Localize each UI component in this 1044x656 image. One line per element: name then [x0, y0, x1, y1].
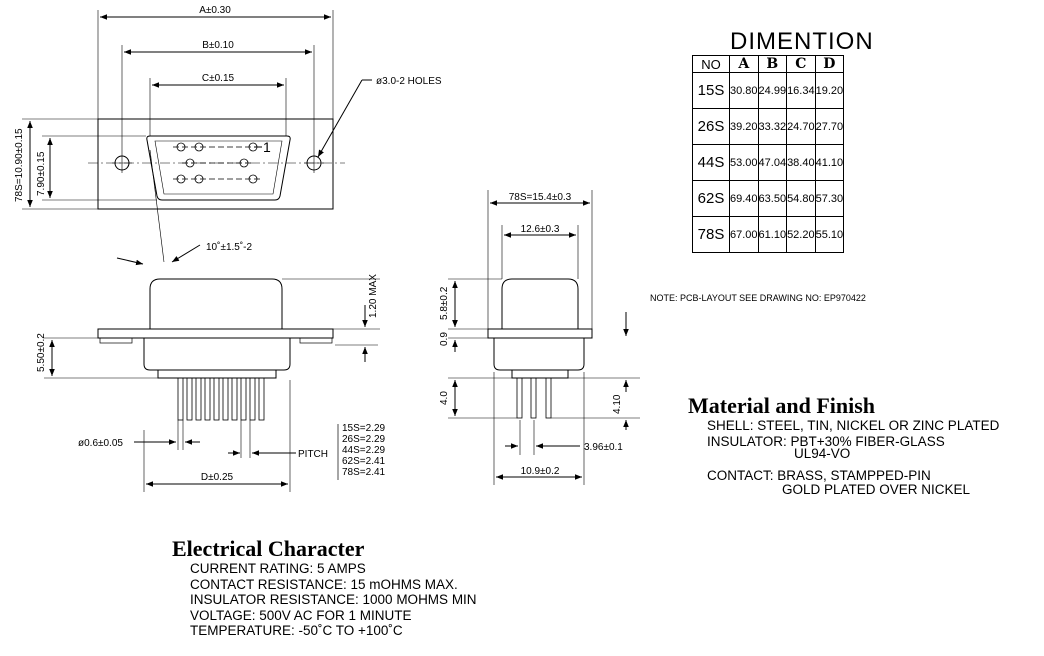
side-view-right: [448, 190, 640, 485]
pitch-78s: 78S=2.41: [342, 467, 386, 478]
dim-angle: 10˚±1.5˚-2: [206, 241, 253, 253]
cell-c: 54.80: [786, 180, 816, 217]
cell-d: 57.30: [814, 180, 845, 217]
electrical-lines: CURRENT RATING: 5 AMPS CONTACT RESISTANC…: [190, 561, 477, 639]
dim-a: A±0.30: [199, 5, 231, 16]
dim-side-0-9: 0.9: [439, 332, 450, 346]
pitch-62s: 62S=2.41: [342, 456, 386, 467]
pitch-15s: 15S=2.29: [342, 423, 386, 434]
table-header-row: NO A B C D: [692, 55, 845, 73]
cell-b: 47.04: [757, 144, 788, 181]
row-label: 15S: [692, 72, 730, 109]
table-row: 26S 39.20 33.32 24.70 27.70: [692, 108, 845, 145]
header-c: C: [786, 55, 816, 73]
cell-a: 30.80: [729, 72, 759, 109]
row-label: 26S: [692, 108, 730, 145]
dim-d: D±0.25: [201, 472, 234, 483]
table-row: 78S 67.00 61.10 52.20 55.10: [692, 216, 845, 253]
material-shell: SHELL: STEEL, TIN, NICKEL OR ZINC PLATED: [707, 418, 1000, 433]
cell-b: 61.10: [757, 216, 788, 253]
electrical-current: CURRENT RATING: 5 AMPS: [190, 561, 366, 576]
table-row: 44S 53.00 47.04 38.40 41.10: [692, 144, 845, 181]
header-b: B: [757, 55, 788, 73]
dimension-table: NO A B C D 15S 30.80 24.99 16.34 19.20 2…: [692, 55, 845, 253]
cell-c: 52.20: [786, 216, 816, 253]
cell-d: 55.10: [814, 216, 845, 253]
cell-c: 38.40: [786, 144, 816, 181]
electrical-title: Electrical Character: [172, 536, 365, 561]
cell-a: 69.40: [729, 180, 759, 217]
cell-b: 24.99: [757, 72, 788, 109]
header-a: A: [729, 55, 759, 73]
dim-side-3-96: 3.96±0.1: [584, 442, 623, 453]
cell-a: 67.00: [729, 216, 759, 253]
cell-a: 39.20: [729, 108, 759, 145]
front-view: [22, 10, 372, 266]
dim-holes: ø3.0-2 HOLES: [376, 76, 442, 87]
side-view-left: [44, 278, 380, 492]
dim-side-4-10: 4.10: [612, 394, 623, 414]
header-d: D: [814, 55, 845, 73]
dim-1-20-max: 1.20 MAX: [368, 274, 379, 318]
material-ul94: UL94-VO: [794, 446, 851, 461]
pcb-layout-note: NOTE: PCB-LAYOUT SEE DRAWING NO: EP97042…: [650, 293, 866, 303]
cell-c: 16.34: [786, 72, 816, 109]
cell-d: 19.20: [814, 72, 845, 109]
header-no: NO: [692, 55, 730, 73]
electrical-insulator-resistance: INSULATOR RESISTANCE: 1000 MOHMS MIN: [190, 592, 477, 607]
dim-b: B±0.10: [202, 40, 234, 51]
dim-side-10-9: 10.9±0.2: [521, 466, 560, 477]
dim-pin-diameter: ø0.6±0.05: [78, 438, 123, 449]
row-label: 62S: [692, 180, 730, 217]
material-insulator: INSULATOR: PBT+30% FIBER-GLASS: [707, 433, 945, 449]
dim-7-90: 7.90±0.15: [36, 151, 47, 196]
pitch-26s: 26S=2.29: [342, 434, 386, 445]
dim-c: C±0.15: [202, 73, 235, 84]
cell-b: 63.50: [757, 180, 788, 217]
dim-side-78s: 78S=15.4±0.3: [509, 192, 572, 203]
cell-d: 27.70: [814, 108, 845, 145]
material-lines: SHELL: STEEL, TIN, NICKEL OR ZINC PLATED…: [707, 418, 999, 498]
material-contact: CONTACT: BRASS, STAMPPED-PIN: [707, 467, 931, 483]
cell-b: 33.32: [757, 108, 788, 145]
dim-side-4-0: 4.0: [439, 391, 450, 405]
table-row: 15S 30.80 24.99 16.34 19.20: [692, 72, 845, 109]
row-label: 78S: [692, 216, 730, 253]
cell-d: 41.10: [814, 144, 845, 181]
pitch-44s: 44S=2.29: [342, 445, 386, 456]
electrical-temperature: TEMPERATURE: -50˚C TO +100˚C: [190, 623, 403, 638]
table-row: 62S 69.40 63.50 54.80 57.30: [692, 180, 845, 217]
row-label: 44S: [692, 144, 730, 181]
cell-a: 53.00: [729, 144, 759, 181]
material-title: Material and Finish: [688, 393, 876, 418]
dimension-table-title: DIMENTION: [730, 28, 874, 55]
electrical-contact-resistance: CONTACT RESISTANCE: 15 mOHMS MAX.: [190, 576, 458, 592]
electrical-voltage: VOLTAGE: 500V AC FOR 1 MINUTE: [190, 607, 412, 623]
cell-c: 24.70: [786, 108, 816, 145]
dim-side-12-6: 12.6±0.3: [521, 224, 560, 235]
pitch-label: PITCH: [298, 449, 328, 460]
dim-5-50: 5.50±0.2: [36, 333, 47, 372]
dim-78s-height: 78S=10.90±0.15: [14, 128, 25, 202]
dim-side-5-8: 5.8±0.2: [439, 286, 450, 320]
material-gold: GOLD PLATED OVER NICKEL: [782, 482, 971, 497]
pin-1-label: 1: [263, 139, 271, 155]
